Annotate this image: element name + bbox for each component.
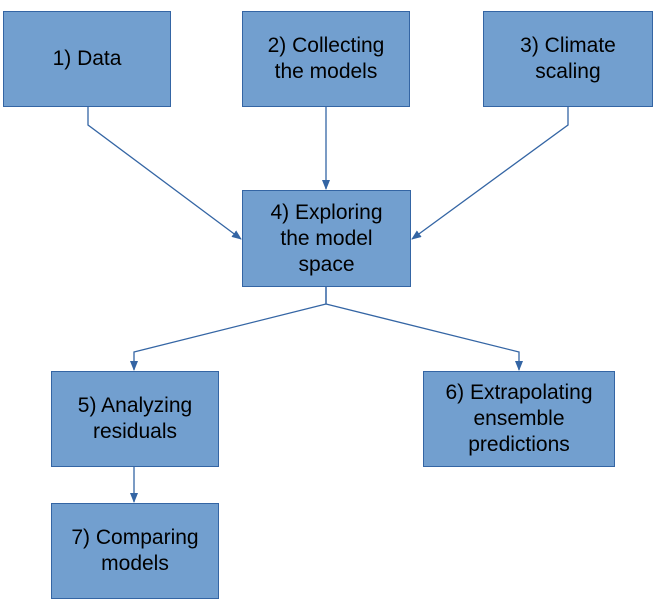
edge-climate-to-exploring xyxy=(411,107,569,240)
node-climate-scaling-label: 3) Climate scaling xyxy=(520,34,616,83)
node-analyzing-residuals: 5) Analyzing residuals xyxy=(51,371,219,467)
edge-data-to-exploring xyxy=(87,107,242,240)
node-analyzing-residuals-label: 5) Analyzing residuals xyxy=(77,394,193,443)
node-climate-scaling: 3) Climate scaling xyxy=(483,11,653,107)
edge-exploring-to-residuals xyxy=(130,287,327,371)
node-data-label: 1) Data xyxy=(52,47,122,70)
edge-exploring-to-extrapolating xyxy=(325,287,523,371)
node-exploring-model-space: 4) Exploring the model space xyxy=(242,190,411,287)
node-collecting-models: 2) Collecting the models xyxy=(242,11,410,107)
node-comparing-models-label: 7) Comparing models xyxy=(71,526,199,575)
node-data: 1) Data xyxy=(3,11,171,107)
node-comparing-models: 7) Comparing models xyxy=(51,503,219,599)
node-extrapolating-predictions: 6) Extrapolating ensemble predictions xyxy=(423,371,615,467)
node-collecting-models-label: 2) Collecting the models xyxy=(267,34,385,83)
node-extrapolating-predictions-label: 6) Extrapolating ensemble predictions xyxy=(445,381,593,456)
node-exploring-model-space-label: 4) Exploring the model space xyxy=(270,200,383,276)
